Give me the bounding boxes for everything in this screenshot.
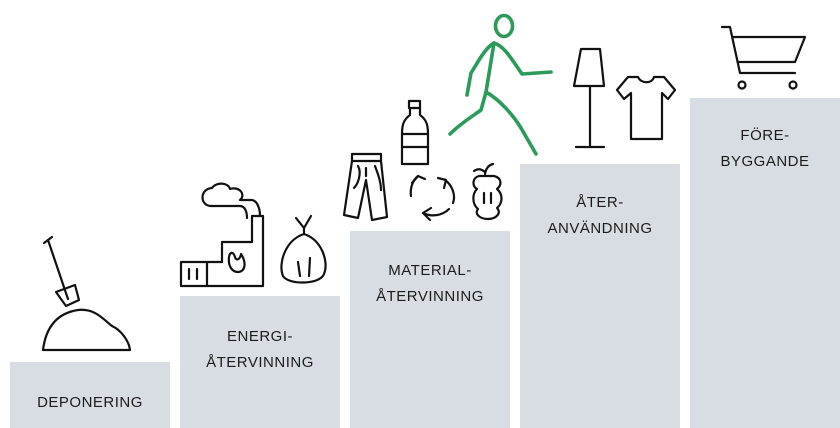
floor-lamp-icon: [572, 47, 606, 149]
step-label: ÅTER- ANVÄNDNING: [547, 194, 653, 237]
factory-icon: [179, 182, 265, 288]
apple-core-icon: [472, 162, 503, 221]
shovel-icon: [41, 235, 132, 352]
step-energiatervinning: ENERGI- ÅTERVINNING: [180, 296, 340, 428]
recycle-icon: [409, 174, 456, 222]
step-label: ENERGI- ÅTERVINNING: [206, 328, 314, 371]
tshirt-icon: [615, 75, 677, 141]
step-label: FÖRE- BYGGANDE: [720, 127, 810, 170]
step-deponering: DEPONERING: [10, 362, 170, 428]
step-materialatervinning: MATERIAL- ÅTERVINNING: [350, 231, 510, 428]
shopping-cart-icon: [720, 25, 807, 90]
step-forebyggande: FÖRE- BYGGANDE: [690, 98, 840, 428]
walking-person-icon: [448, 13, 553, 156]
step-ateranvandning: ÅTER- ANVÄNDNING: [520, 164, 680, 428]
trash-bag-icon: [280, 214, 327, 284]
bottle-icon: [400, 99, 430, 166]
jeans-icon: [342, 152, 389, 222]
step-label: MATERIAL- ÅTERVINNING: [376, 262, 484, 305]
step-label: DEPONERING: [37, 394, 143, 411]
